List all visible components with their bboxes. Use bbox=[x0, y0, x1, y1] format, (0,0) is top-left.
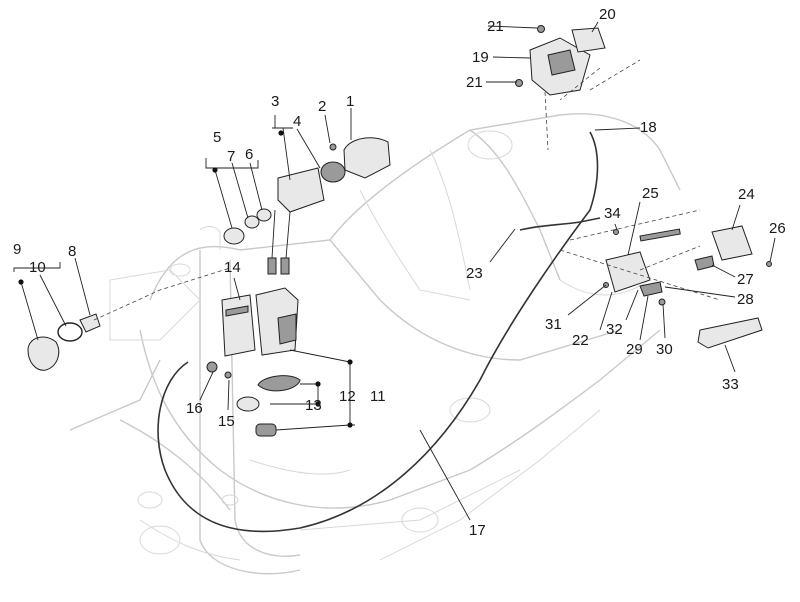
callout-7: 7 bbox=[227, 148, 235, 165]
callout-14: 14 bbox=[224, 259, 241, 276]
seat-release-cable bbox=[157, 131, 601, 533]
callout-24: 24 bbox=[738, 186, 755, 203]
callout-12: 12 bbox=[339, 388, 356, 405]
callout-5: 5 bbox=[213, 129, 221, 146]
callout-19: 19 bbox=[472, 49, 489, 66]
callout-16: 16 bbox=[186, 400, 203, 417]
lock-rings bbox=[223, 208, 272, 245]
callout-28: 28 bbox=[737, 291, 754, 308]
control-modules bbox=[221, 287, 299, 357]
callout-27: 27 bbox=[737, 271, 754, 288]
callout-6: 6 bbox=[245, 146, 253, 163]
callout-9: 9 bbox=[13, 241, 21, 258]
seat-latch-bracket bbox=[515, 25, 606, 96]
callout-32: 32 bbox=[606, 321, 623, 338]
callout-21-top: 21 bbox=[487, 18, 504, 35]
callout-15: 15 bbox=[218, 413, 235, 430]
callout-29: 29 bbox=[626, 341, 643, 358]
callout-18: 18 bbox=[640, 119, 657, 136]
seat-lock-mechanism bbox=[603, 225, 772, 349]
callout-20: 20 bbox=[599, 6, 616, 23]
callout-31: 31 bbox=[545, 316, 562, 333]
callout-8: 8 bbox=[68, 243, 76, 260]
ignition-assembly bbox=[267, 137, 391, 275]
bullet-markers bbox=[18, 130, 353, 428]
callout-labels: 1 2 3 4 5 6 7 8 9 10 11 12 13 14 15 16 1… bbox=[13, 6, 786, 539]
callout-1: 1 bbox=[346, 93, 354, 110]
callout-13: 13 bbox=[305, 397, 322, 414]
callout-26: 26 bbox=[769, 220, 786, 237]
callout-23: 23 bbox=[466, 265, 483, 282]
callout-3: 3 bbox=[271, 93, 279, 110]
callout-17: 17 bbox=[469, 522, 486, 539]
callout-21-bottom: 21 bbox=[466, 74, 483, 91]
callout-22: 22 bbox=[572, 332, 589, 349]
callout-10: 10 bbox=[29, 259, 46, 276]
callout-4: 4 bbox=[293, 113, 301, 130]
callout-25: 25 bbox=[642, 185, 659, 202]
keys-and-fobs bbox=[206, 361, 301, 437]
callout-34: 34 bbox=[604, 205, 621, 222]
callout-11: 11 bbox=[370, 388, 386, 405]
callout-2: 2 bbox=[318, 98, 326, 115]
callout-33: 33 bbox=[722, 376, 739, 393]
callout-30: 30 bbox=[656, 341, 673, 358]
scooter-frame bbox=[69, 113, 681, 575]
leader-lines bbox=[13, 21, 776, 521]
